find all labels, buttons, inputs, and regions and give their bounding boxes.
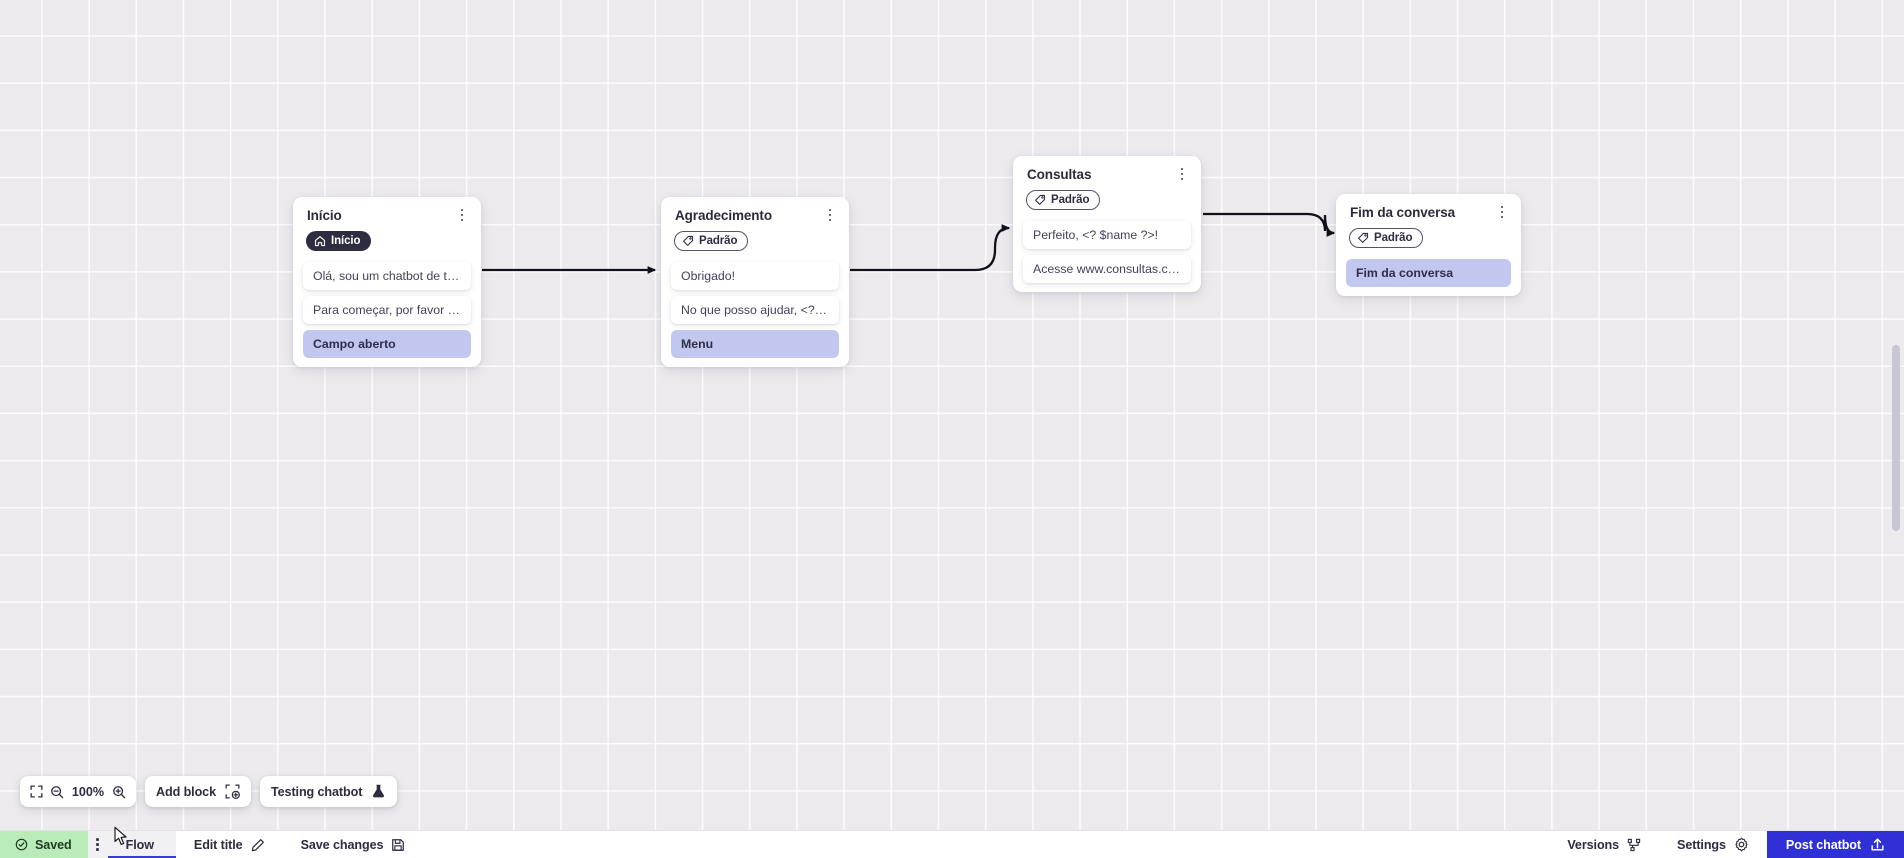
testing-chatbot-label: Testing chatbot [270,784,363,799]
list-item[interactable]: Perfeito, <? $name ?>! [1023,221,1191,249]
pencil-icon [251,838,264,851]
badge-padrao[interactable]: Padrão [1026,190,1101,210]
node-agradecimento[interactable]: Agradecimento Padrão Obrigado! No que po… [661,197,849,367]
node-badge-row: Padrão [1346,220,1511,251]
connector-edges [482,212,1336,274]
canvas-toolbar: 100% Add block Testing chatbot [20,776,398,807]
node-header: Fim da conversa [1346,204,1511,220]
tag-icon [683,235,694,246]
node-inicio[interactable]: Início Início Olá, sou um chatbot de tes… [293,197,481,367]
tag-icon [1035,194,1046,205]
zoom-controls: 100% [20,776,136,807]
list-item[interactable]: Campo aberto [303,330,471,358]
node-badge-row: Padrão [1023,182,1191,213]
node-menu-icon[interactable] [1495,204,1509,220]
badge-label: Padrão [699,235,738,247]
node-title: Consultas [1027,167,1092,182]
list-item[interactable]: Fim da conversa [1346,259,1511,287]
home-icon [314,236,326,247]
node-menu-icon[interactable] [1175,166,1189,182]
status-badge-saved: Saved [0,831,88,858]
tab-flow-label: Flow [125,837,154,852]
add-block-button[interactable]: Add block [145,776,251,807]
post-chatbot-label: Post chatbot [1785,837,1861,852]
tag-icon [1358,232,1369,243]
settings-label: Settings [1677,837,1726,852]
add-block-icon [225,784,240,799]
edge-consultas-fim [1203,212,1336,237]
add-block-label: Add block [156,784,216,799]
node-consultas[interactable]: Consultas Padrão Perfeito, <? $name ?>! … [1013,156,1201,292]
node-header: Agradecimento [671,207,839,223]
node-rows: Olá, sou um chatbot de teste! Para começ… [303,262,471,358]
badge-label: Padrão [1051,194,1090,206]
node-menu-icon[interactable] [823,207,837,223]
node-title: Agradecimento [675,208,772,223]
list-item[interactable]: Olá, sou um chatbot de teste! [303,262,471,290]
list-item[interactable]: Acesse www.consultas.com par... [1023,255,1191,283]
flow-canvas[interactable]: Início Início Olá, sou um chatbot de tes… [0,0,1904,832]
list-item[interactable]: Obrigado! [671,262,839,290]
list-item[interactable]: Menu [671,330,839,358]
post-chatbot-button[interactable]: Post chatbot [1766,831,1904,858]
badge-padrao[interactable]: Padrão [1349,228,1424,248]
vertical-scrollbar-thumb[interactable] [1892,345,1900,531]
settings-button[interactable]: Settings [1659,831,1767,858]
node-menu-icon[interactable] [455,207,469,223]
zoom-in-icon[interactable] [112,785,126,799]
badge-label: Padrão [1374,232,1413,244]
edge-agradecimento-consultas [850,224,1011,272]
node-title: Fim da conversa [1350,205,1456,220]
upload-icon [1871,838,1884,851]
branch-icon [1627,838,1641,851]
saved-label: Saved [35,837,72,852]
node-rows: Fim da conversa [1346,259,1511,287]
list-item[interactable]: No que posso ajudar, <? $name ... [671,296,839,324]
node-badge-row: Início [303,223,471,254]
node-header: Início [303,207,471,223]
zoom-level: 100% [71,784,105,799]
node-header: Consultas [1023,166,1191,182]
testing-chatbot-button[interactable]: Testing chatbot [259,776,398,807]
flask-icon [371,784,386,799]
bottom-bar-spacer [423,831,1549,858]
node-badge-row: Padrão [671,223,839,254]
tab-flow[interactable]: Flow [107,831,177,858]
badge-inicio[interactable]: Início [306,231,372,251]
node-rows: Obrigado! No que posso ajudar, <? $name … [671,262,839,358]
floppy-disk-icon [392,838,405,851]
zoom-out-icon[interactable] [50,785,64,799]
badge-label: Início [331,235,361,247]
node-fim-da-conversa[interactable]: Fim da conversa Padrão Fim da conversa [1336,194,1521,296]
versions-button[interactable]: Versions [1549,831,1659,858]
badge-padrao[interactable]: Padrão [674,231,749,251]
drag-handle-icon[interactable] [87,831,108,858]
fit-screen-icon[interactable] [30,785,43,798]
node-rows: Perfeito, <? $name ?>! Acesse www.consul… [1023,221,1191,283]
edit-title-button[interactable]: Edit title [176,831,283,858]
edit-title-label: Edit title [193,837,243,852]
check-circle-icon [15,838,28,851]
list-item[interactable]: Para começar, por favor digite o ... [303,296,471,324]
node-title: Início [307,208,342,223]
gear-icon [1735,837,1748,852]
save-changes-label: Save changes [300,837,384,852]
versions-label: Versions [1567,837,1620,852]
bottom-bar: Saved Flow Edit title Save changes Versi… [0,830,1904,858]
save-changes-button[interactable]: Save changes [283,831,424,858]
